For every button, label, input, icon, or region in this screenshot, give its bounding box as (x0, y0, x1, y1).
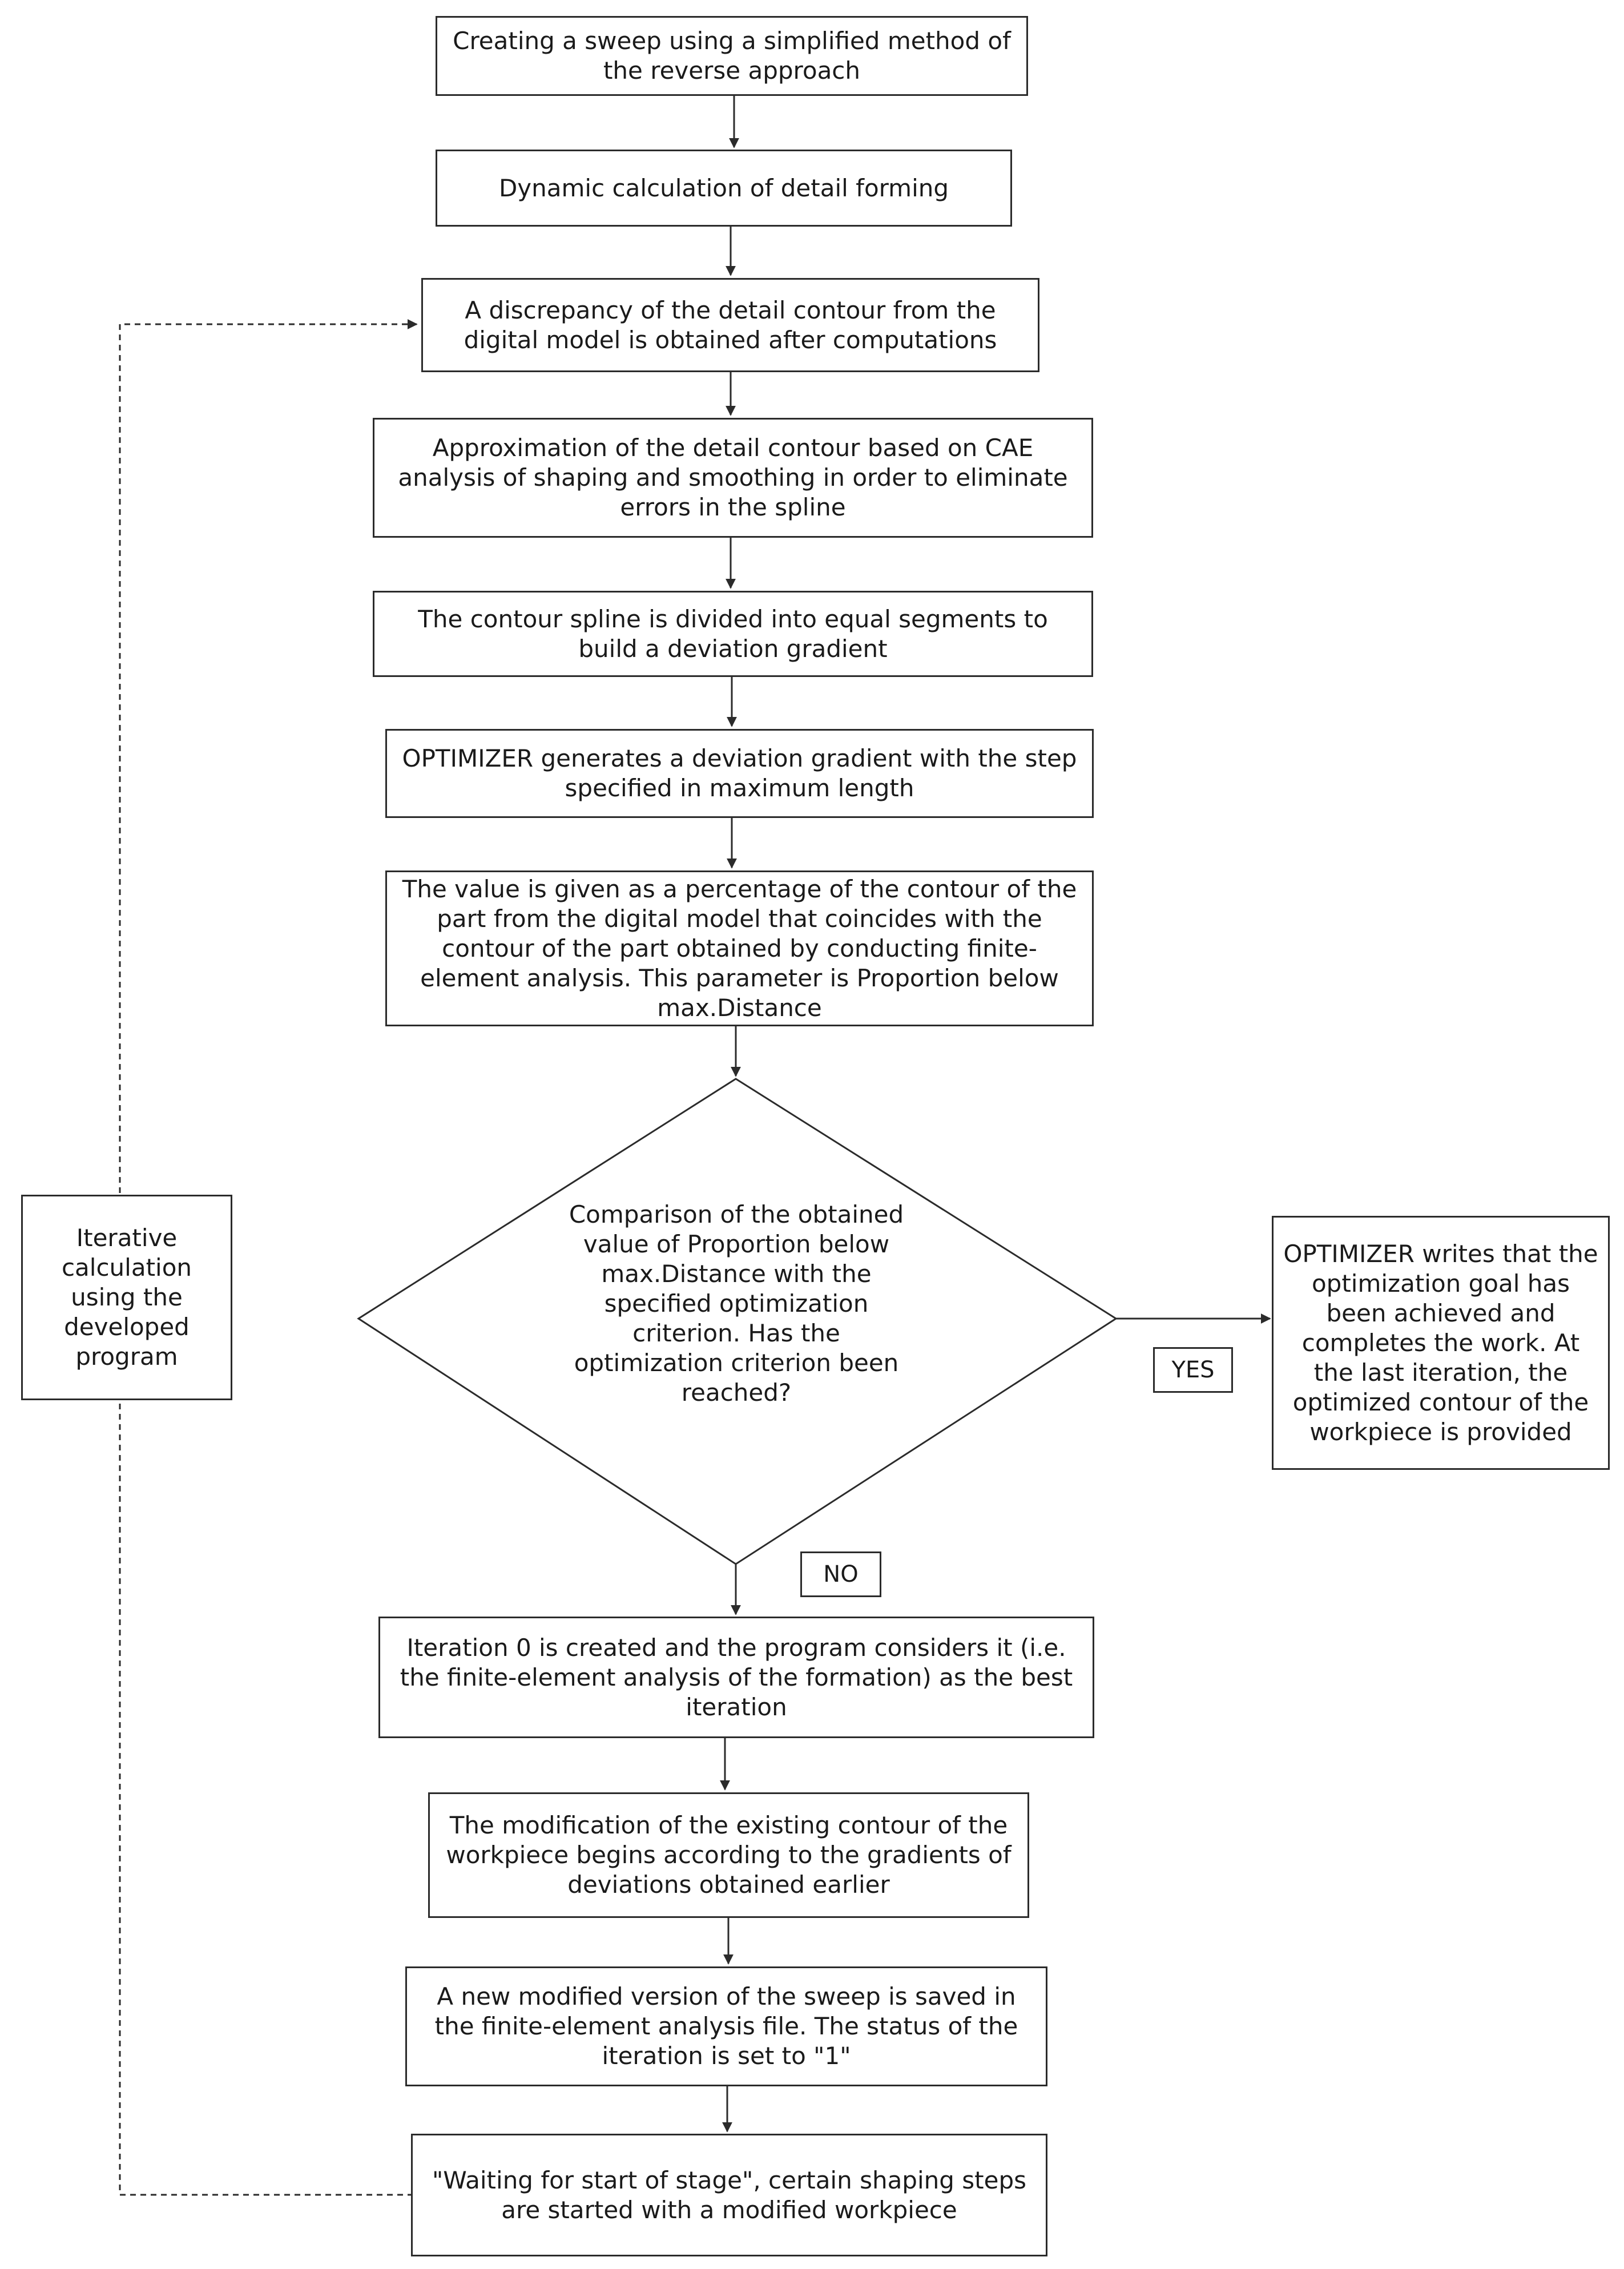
step-modify-contour: The modification of the existing contour… (428, 1792, 1029, 1918)
loop-return-line (119, 1399, 413, 2196)
loop-iterative-calculation: Iterative calculation using the develope… (21, 1195, 232, 1400)
decision-text: Comparison of the obtained value of Prop… (569, 1200, 904, 1406)
result-optimization-achieved: OPTIMIZER writes that the optimization g… (1272, 1216, 1610, 1470)
step-divide-spline: The contour spline is divided into equal… (373, 591, 1093, 677)
step-optimizer-gradient: OPTIMIZER generates a deviation gradient… (385, 729, 1094, 818)
step-create-sweep: Creating a sweep using a simplified meth… (436, 16, 1028, 96)
step-save-sweep: A new modified version of the sweep is s… (405, 1966, 1047, 2086)
no-label: NO (800, 1551, 881, 1597)
step-iteration-zero: Iteration 0 is created and the program c… (378, 1617, 1094, 1738)
step-dynamic-calculation: Dynamic calculation of detail forming (436, 150, 1012, 227)
loop-forward-line (119, 319, 418, 1193)
step-proportion-value: The value is given as a percentage of th… (385, 870, 1094, 1026)
yes-label: YES (1153, 1347, 1233, 1393)
step-discrepancy: A discrepancy of the detail contour from… (421, 278, 1039, 372)
step-approximation: Approximation of the detail contour base… (373, 418, 1093, 538)
step-waiting-stage: "Waiting for start of stage", certain sh… (411, 2134, 1047, 2256)
